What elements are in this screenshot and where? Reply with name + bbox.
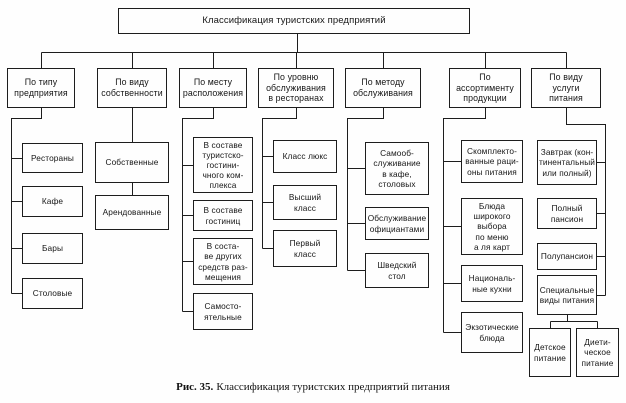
leaf-node: Специальные виды питания [537,275,597,315]
leaf-node: Шведский стол [365,253,429,288]
leaf-node: Националь- ные кухни [461,265,523,302]
leaf-node: Полупансион [537,243,597,270]
category-node-by-meal-service: По виду услуги питания [531,68,601,108]
category-node-by-ownership: По виду собственности [97,68,167,108]
leaf-node: Полный пансион [537,198,597,229]
category-node-by-location: По месту расположения [179,68,247,108]
figure-number: Рис. 35. [176,381,214,393]
sub-leaf-node: Детское питание [529,328,571,377]
leaf-node: Скомплекто- ванные раци- оны питания [461,140,523,183]
leaf-node: Самосто- ятельные [193,293,253,330]
figure-caption-text: Классификация туристских предприятий пит… [216,381,450,393]
leaf-node: Экзотические блюда [461,312,523,353]
leaf-node: Обслуживание официантами [365,207,429,240]
sub-leaf-node: Диети- ческое питание [576,328,619,377]
figure-caption: Рис. 35.Классификация туристских предпри… [0,381,626,393]
leaf-node: В составе туристско- гостини- чного ком-… [193,137,253,193]
leaf-node: Бары [22,233,83,264]
leaf-node: Самооб- служивание в кафе, столовых [365,142,429,195]
leaf-node: Первый класс [273,230,337,267]
leaf-node: Кафе [22,186,83,217]
leaf-node: Столовые [22,278,83,309]
leaf-node: Собственные [95,142,169,183]
leaf-node: Рестораны [22,143,83,173]
root-node: Классификация туристских предприятий [118,8,470,34]
category-node-by-product-range: По ассортименту продукции [449,68,521,108]
leaf-node: Высший класс [273,185,337,220]
leaf-node: Арендованные [95,195,169,230]
leaf-node: Завтрак (кон- тинентальный или полный) [537,140,597,185]
category-node-by-service-level: По уровню обслуживания в ресторанах [258,68,334,108]
leaf-node: В соста- ве других средств раз- мещения [193,238,253,285]
category-node-by-type: По типу предприятия [7,68,75,108]
leaf-node: Класс люкс [273,140,337,173]
leaf-node: Блюда широкого выбора по меню а ля карт [461,198,523,255]
leaf-node: В составе гостиниц [193,200,253,231]
category-node-by-service-method: По методу обслуживания [345,68,421,108]
